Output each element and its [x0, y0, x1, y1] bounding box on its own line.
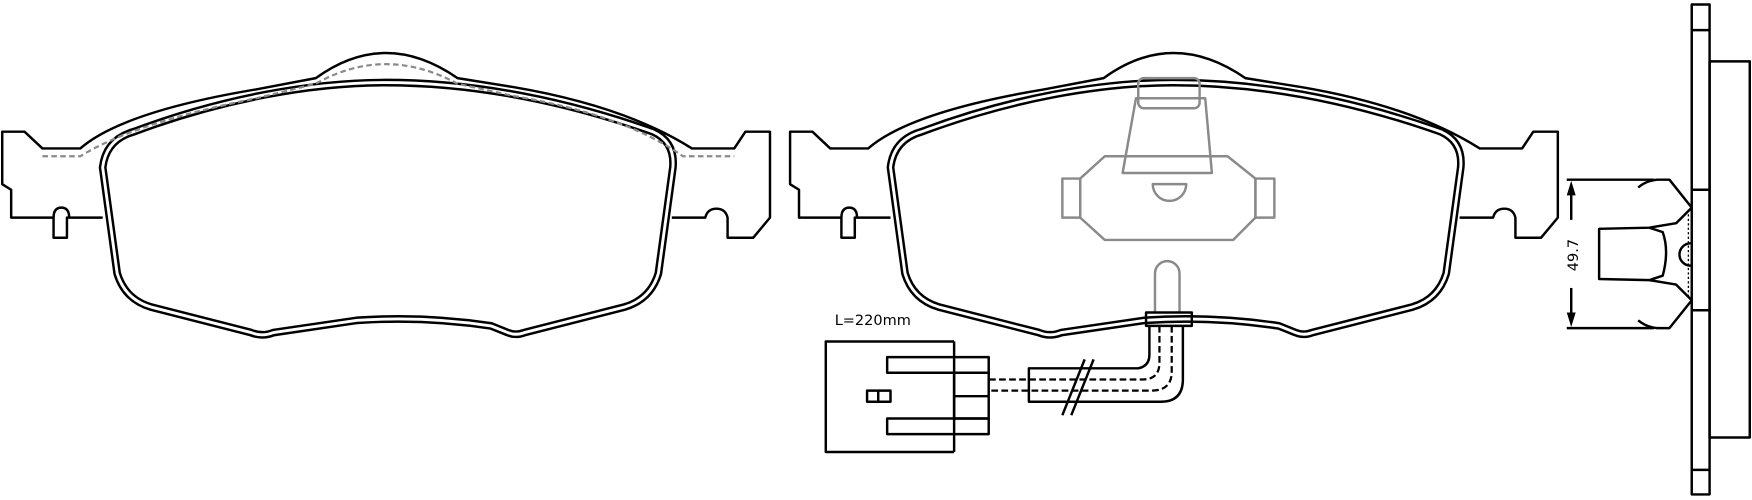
left-brake-pad	[1, 51, 772, 335]
clip-dimension: 49.7	[1566, 178, 1654, 330]
retaining-clip	[1597, 178, 1693, 330]
wear-sensor-housing	[1061, 76, 1276, 313]
arrow-up-icon	[1566, 180, 1576, 196]
left-pad-friction-outline	[103, 83, 673, 335]
right-pad-friction-outline	[891, 83, 1461, 335]
arrow-down-icon	[1566, 312, 1576, 328]
sensor-connector	[824, 340, 990, 454]
wire-break-mark	[1061, 358, 1095, 416]
sensor-wire	[988, 311, 1194, 416]
pad-side-view	[1690, 3, 1751, 496]
right-brake-pad	[788, 51, 1560, 335]
wire-length-label: L=220mm	[835, 313, 911, 329]
sensor-probe	[1153, 259, 1181, 313]
left-pad-hidden-edge	[42, 63, 735, 158]
clip-dimension-value: 49.7	[1566, 239, 1582, 271]
